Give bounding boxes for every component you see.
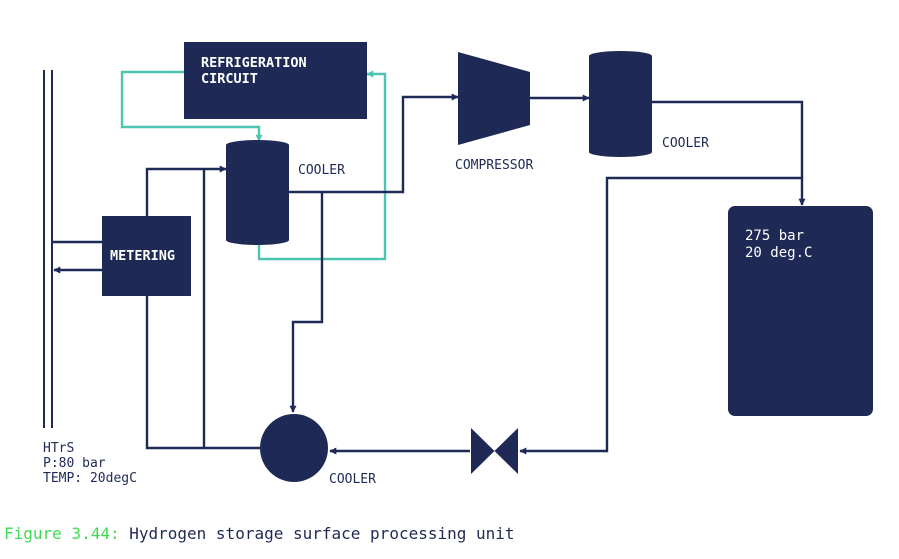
process-lines bbox=[145, 93, 806, 455]
metering-label: METERING bbox=[110, 248, 176, 264]
cooler-3-label: COOLER bbox=[329, 472, 376, 487]
cooler-1 bbox=[226, 140, 289, 245]
figure-number: Figure 3.44: bbox=[4, 524, 120, 543]
cooler-3 bbox=[260, 414, 328, 482]
figure-caption-text: Hydrogen storage surface processing unit bbox=[119, 524, 515, 543]
refrigeration-circuit-box bbox=[184, 42, 367, 119]
cooler-2 bbox=[589, 51, 652, 157]
pipeline-label: HTrS P:80 bar TEMP: 20degC bbox=[43, 441, 137, 486]
refrigeration-circuit-label: REFRIGERATION CIRCUIT bbox=[201, 55, 307, 87]
storage-tank bbox=[728, 206, 873, 416]
metering-box bbox=[102, 216, 191, 296]
cooler-2-label: COOLER bbox=[662, 136, 709, 151]
tank-label: 275 bar 20 deg.C bbox=[745, 228, 813, 261]
compressor-label: COMPRESSOR bbox=[455, 158, 534, 173]
valve bbox=[471, 428, 518, 474]
refrigeration-loop bbox=[120, 70, 387, 261]
pipeline-metering-lines bbox=[52, 240, 102, 274]
figure-caption: Figure 3.44: Hydrogen storage surface pr… bbox=[4, 524, 515, 543]
pipeline bbox=[43, 70, 53, 428]
compressor bbox=[458, 52, 530, 145]
cooler-1-label: COOLER bbox=[298, 163, 345, 178]
